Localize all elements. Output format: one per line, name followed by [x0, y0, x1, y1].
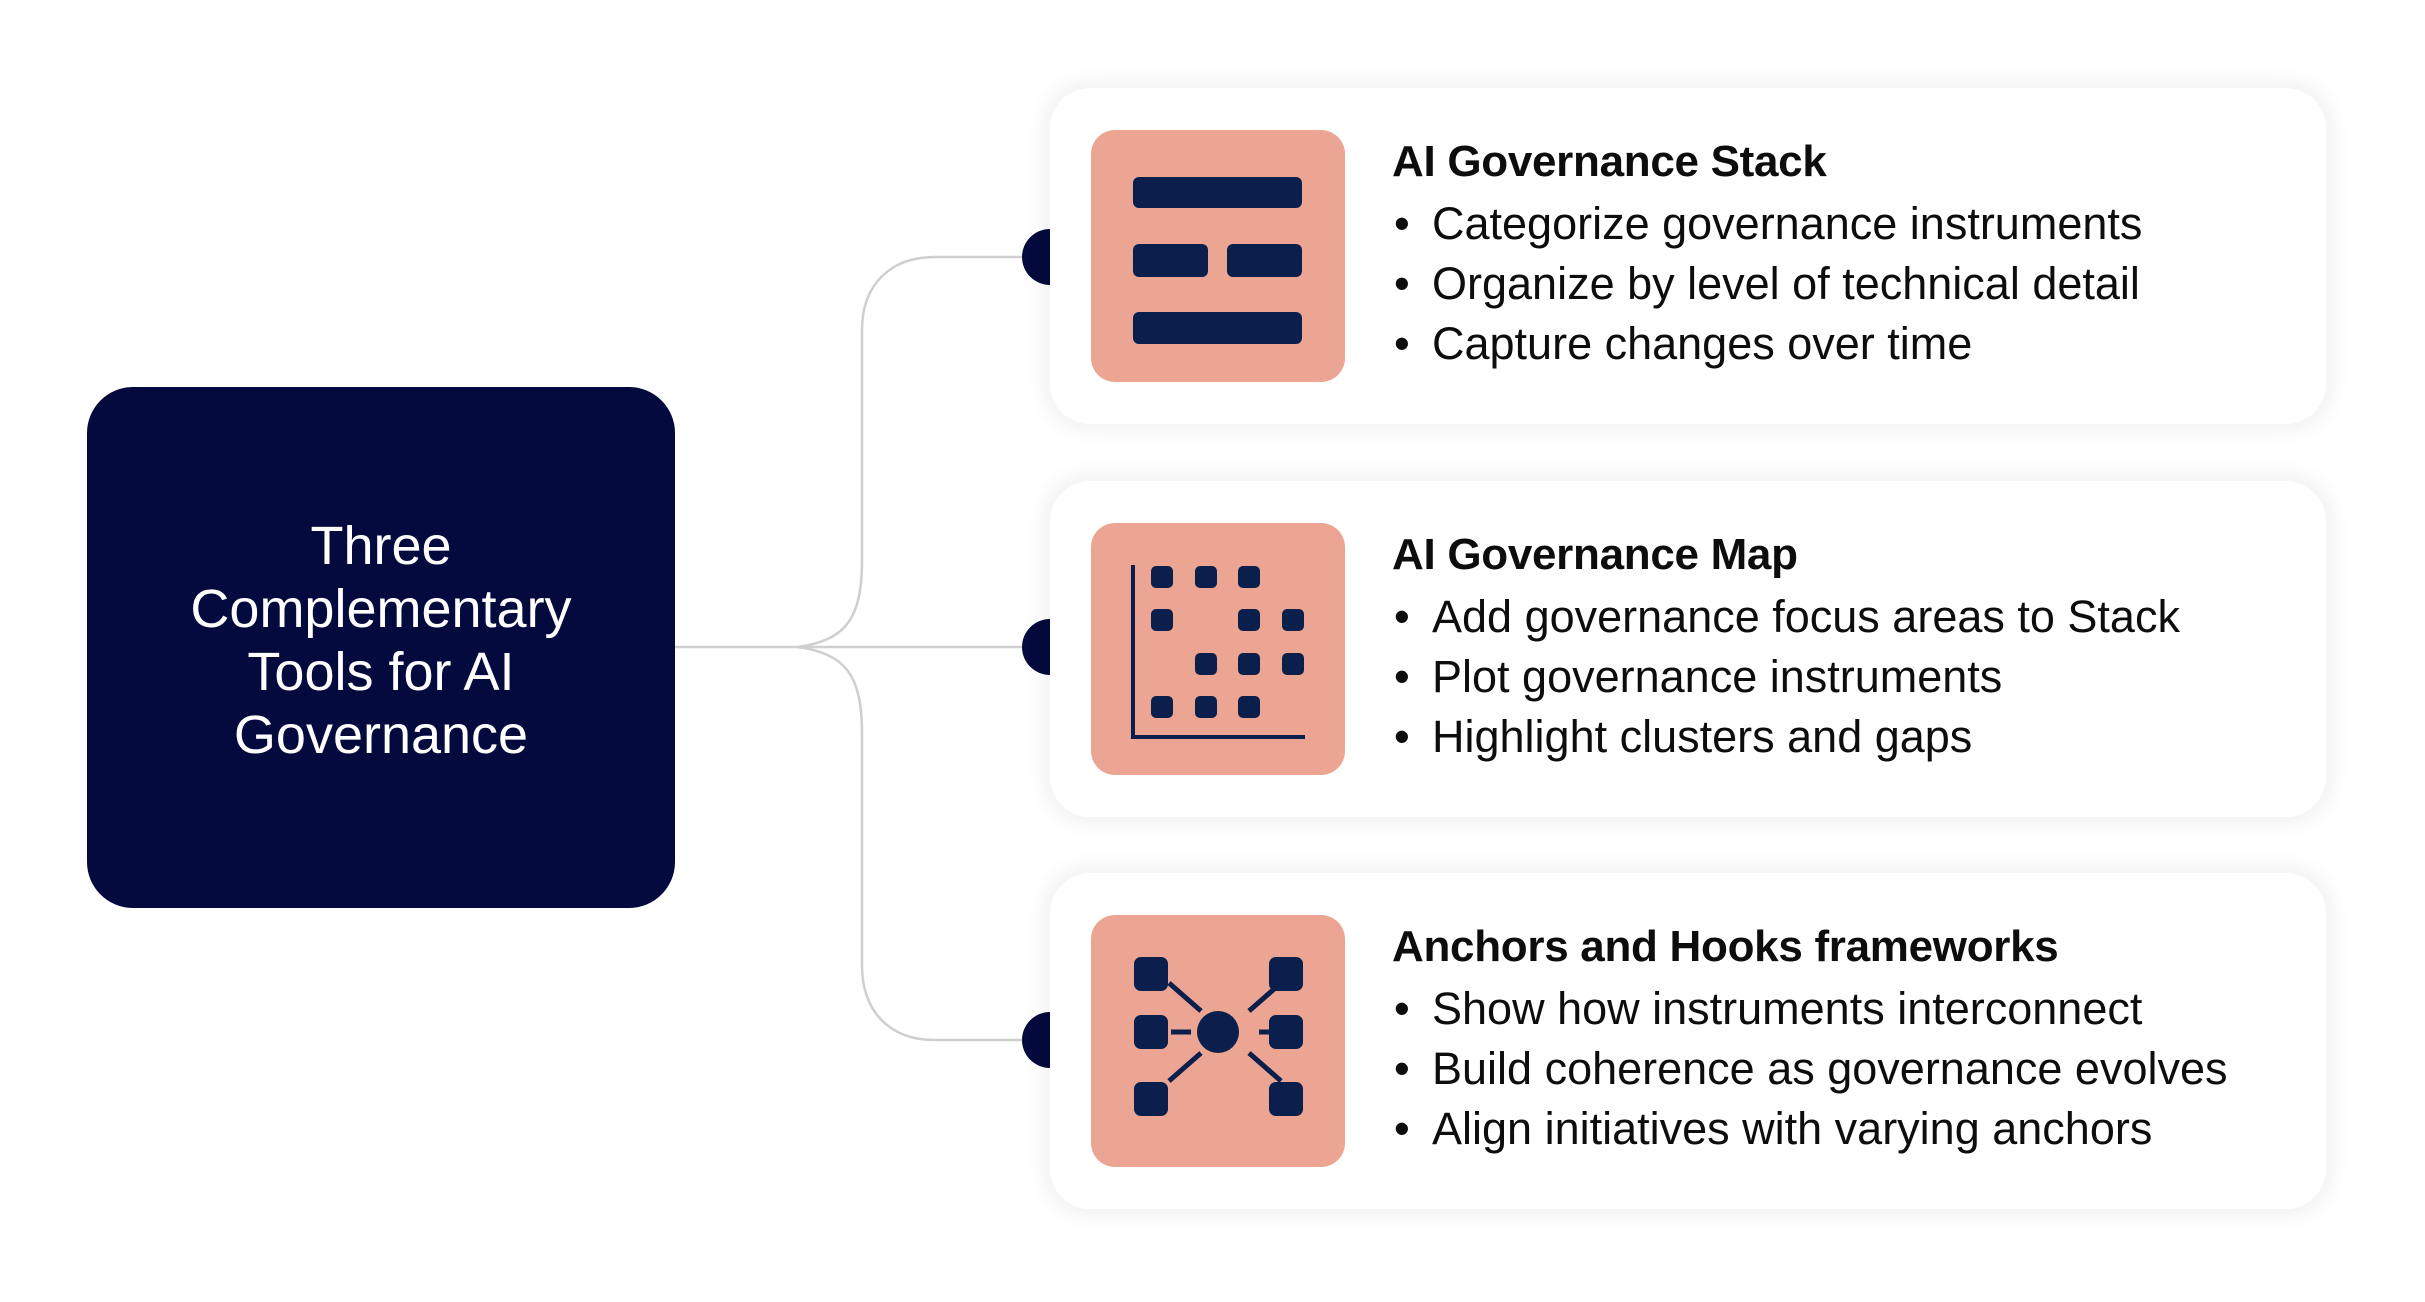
bullet-icon: • — [1394, 711, 1410, 762]
tool-bullet: • Categorize governance instruments — [1392, 194, 2306, 254]
bullet-icon: • — [1394, 651, 1410, 702]
connector-branch-top — [797, 255, 1040, 649]
tool-bullet: • Show how instruments interconnect — [1392, 979, 2306, 1039]
scatter-map-icon — [1091, 523, 1345, 775]
tool-bullet: • Capture changes over time — [1392, 314, 2306, 374]
stack-layers-icon — [1091, 130, 1345, 382]
bullet-text: Align initiatives with varying anchors — [1432, 1103, 2153, 1154]
bullet-icon: • — [1394, 1043, 1410, 1094]
tool-card-map: AI Governance Map • Add governance focus … — [1050, 481, 2326, 817]
tool-bullet: • Add governance focus areas to Stack — [1392, 587, 2306, 647]
tool-bullet-list: • Show how instruments interconnect • Buil… — [1392, 979, 2306, 1159]
bullet-icon: • — [1394, 983, 1410, 1034]
tool-title: Anchors and Hooks frameworks — [1392, 922, 2059, 971]
anchor-dot-anchors — [1022, 1012, 1050, 1068]
bullet-text: Add governance focus areas to Stack — [1432, 591, 2180, 642]
tool-bullet-list: • Add governance focus areas to Stack • Pl… — [1392, 587, 2306, 767]
bullet-icon: • — [1394, 1103, 1410, 1154]
bullet-text: Highlight clusters and gaps — [1432, 711, 1973, 762]
bullet-text: Plot governance instruments — [1432, 651, 2003, 702]
anchor-dot-map — [1022, 619, 1050, 675]
bullet-icon: • — [1394, 318, 1410, 369]
bullet-icon: • — [1394, 198, 1410, 249]
connector-branch-bottom — [797, 645, 1040, 1042]
tool-bullet: • Organize by level of technical detail — [1392, 254, 2306, 314]
bullet-text: Organize by level of technical detail — [1432, 258, 2140, 309]
tool-bullet-list: • Categorize governance instruments • Orga… — [1392, 194, 2306, 374]
tool-bullet: • Align initiatives with varying anchors — [1392, 1099, 2306, 1159]
anchor-dot-stack — [1022, 229, 1050, 285]
bullet-icon: • — [1394, 258, 1410, 309]
tool-bullet: • Build coherence as governance evolves — [1392, 1039, 2306, 1099]
tool-bullet: • Highlight clusters and gaps — [1392, 707, 2306, 767]
tool-title: AI Governance Stack — [1392, 137, 1827, 186]
bullet-text: Show how instruments interconnect — [1432, 983, 2143, 1034]
bullet-text: Build coherence as governance evolves — [1432, 1043, 2228, 1094]
bullet-text: Categorize governance instruments — [1432, 198, 2143, 249]
bullet-icon: • — [1394, 591, 1410, 642]
tool-card-anchors-hooks: Anchors and Hooks frameworks • Show how i… — [1050, 873, 2326, 1209]
central-node: Three Complementary Tools for AI Governa… — [87, 387, 675, 908]
central-node-title: Three Complementary Tools for AI Governa… — [190, 515, 572, 765]
bullet-text: Capture changes over time — [1432, 318, 1973, 369]
hub-network-icon — [1091, 915, 1345, 1167]
tool-title: AI Governance Map — [1392, 530, 1798, 579]
tool-card-stack: AI Governance Stack • Categorize governan… — [1050, 88, 2326, 424]
tool-bullet: • Plot governance instruments — [1392, 647, 2306, 707]
